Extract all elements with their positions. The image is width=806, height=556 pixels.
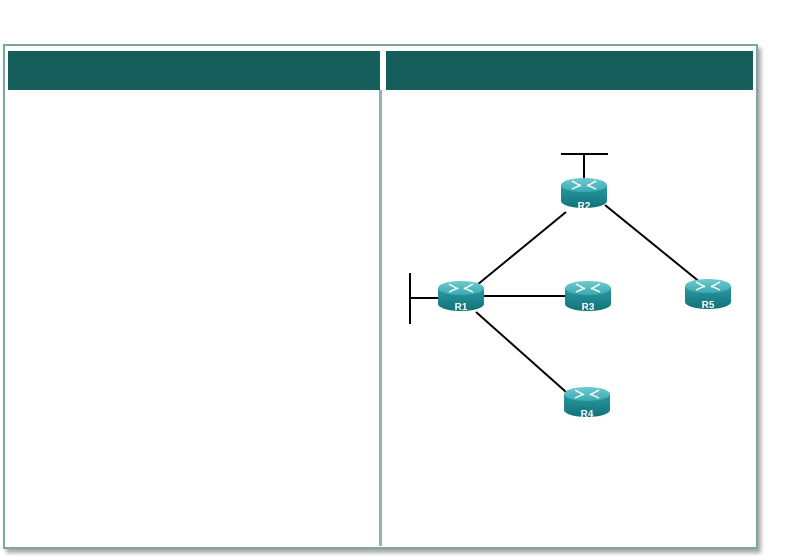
- router-label: R5: [702, 300, 715, 311]
- link-r1-r4: [475, 311, 567, 393]
- table-frame: [3, 44, 758, 549]
- router-arrows-icon: [574, 389, 600, 399]
- router-r3[interactable]: R3: [565, 281, 611, 313]
- router-arrows-icon: [695, 281, 721, 291]
- router-label: R1: [455, 302, 468, 313]
- router-r4[interactable]: R4: [564, 387, 610, 420]
- link-r2-r5: [604, 204, 702, 284]
- router-r5[interactable]: R5: [685, 279, 731, 311]
- router-arrows-icon: [575, 283, 601, 293]
- router-label: R2: [578, 201, 591, 212]
- table-header: [8, 51, 753, 90]
- left-column-header: [8, 51, 380, 90]
- right-column-header: [386, 51, 753, 90]
- router-label: R3: [582, 302, 595, 313]
- header-divider: [380, 51, 386, 90]
- router-r1[interactable]: R1: [438, 281, 484, 313]
- link-r1-r2: [476, 211, 567, 286]
- router-arrows-icon: [448, 283, 474, 293]
- router-arrows-icon: [571, 180, 597, 190]
- router-r2[interactable]: R2: [561, 178, 607, 212]
- lan-segment-r1: [409, 273, 440, 324]
- column-divider: [379, 90, 382, 546]
- links: [475, 204, 702, 393]
- router-label: R4: [581, 409, 594, 420]
- lan-segment-r2: [561, 153, 608, 182]
